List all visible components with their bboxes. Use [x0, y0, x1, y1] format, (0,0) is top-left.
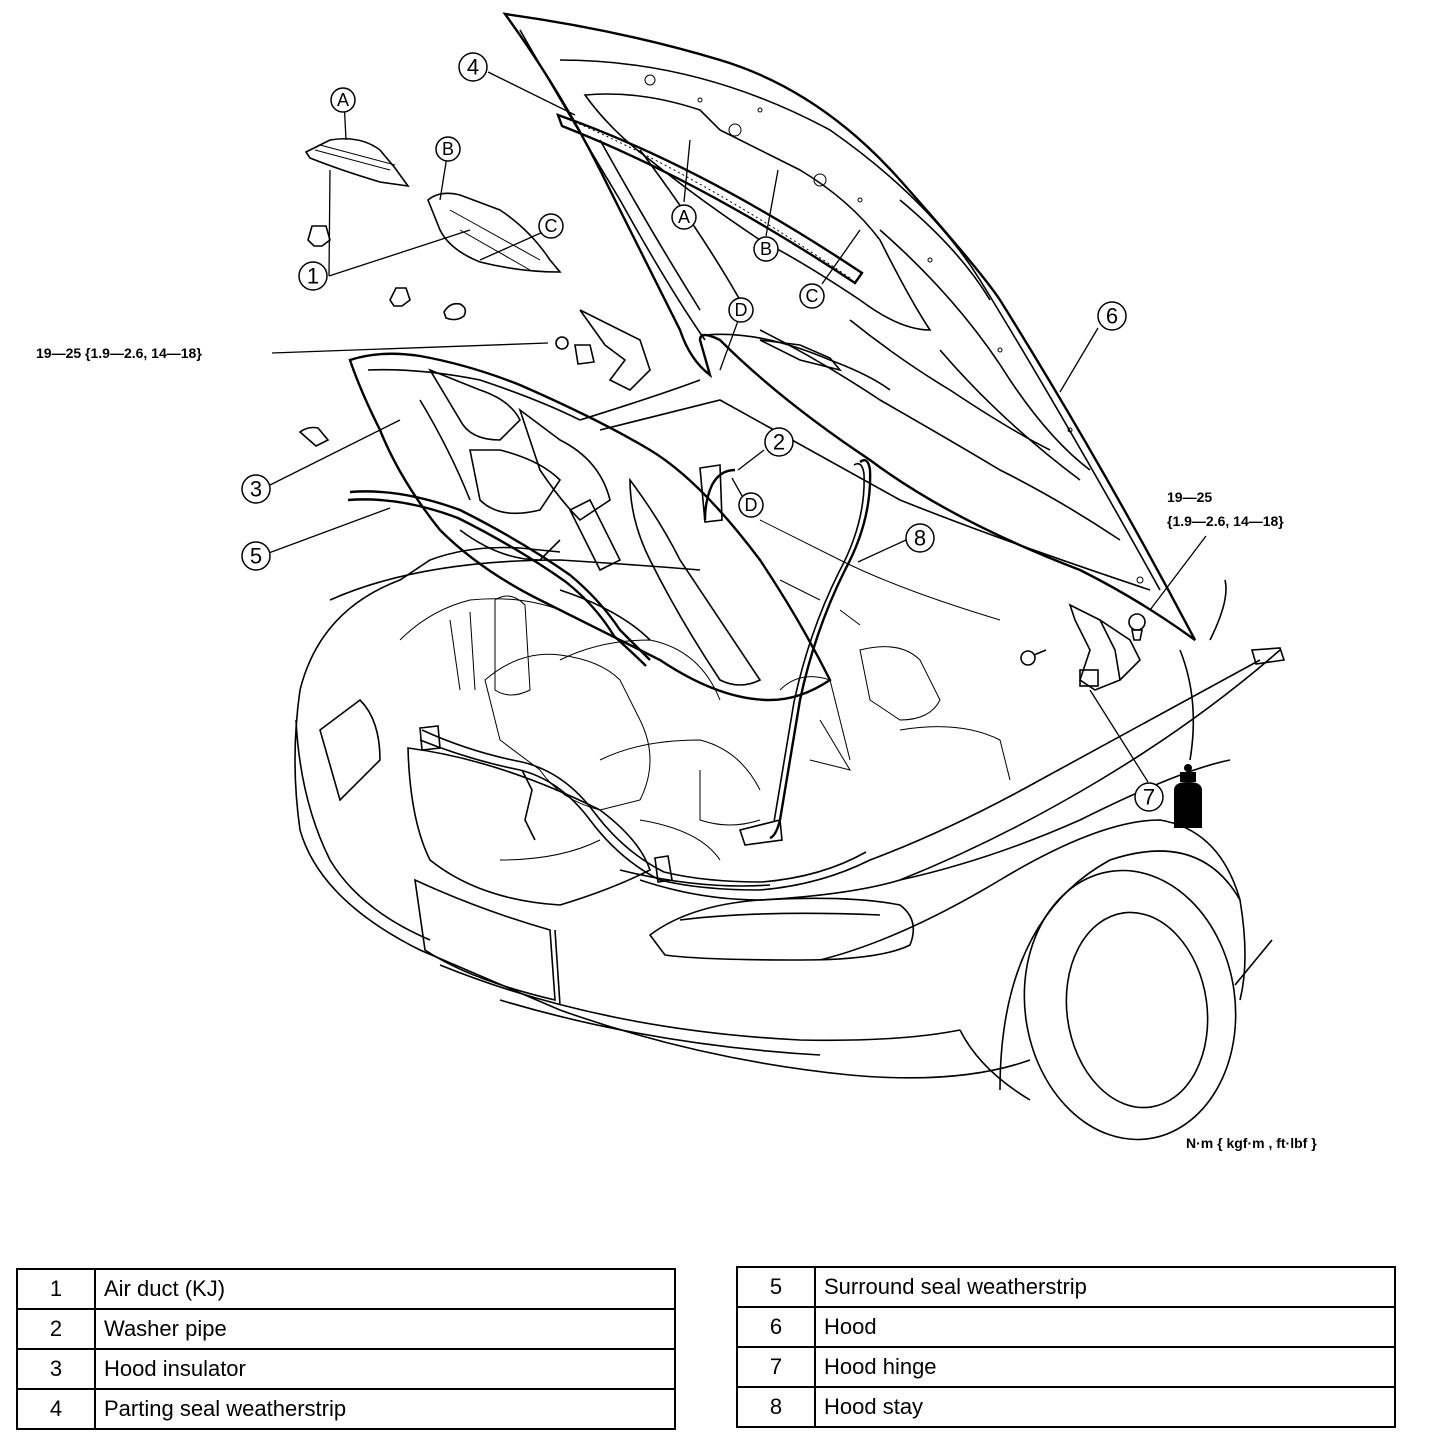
legend-label: Air duct (KJ) — [94, 1268, 676, 1310]
hood-stay — [738, 459, 872, 846]
svg-text:C: C — [545, 216, 558, 236]
callout-b-hood: B — [753, 236, 779, 262]
callout-7: 7 — [1134, 782, 1164, 812]
svg-text:A: A — [678, 207, 690, 227]
parting-seal-weatherstrip — [556, 113, 864, 285]
legend-num: 1 — [16, 1268, 96, 1310]
washer-pipe — [699, 464, 736, 523]
svg-text:D: D — [735, 300, 748, 320]
svg-text:1: 1 — [307, 264, 319, 289]
svg-text:A: A — [337, 90, 349, 110]
callout-8: 8 — [905, 523, 935, 553]
callout-c-top: C — [538, 213, 564, 239]
legend-num: 8 — [736, 1386, 816, 1428]
legend-num: 7 — [736, 1346, 816, 1388]
legend-num: 6 — [736, 1306, 816, 1348]
torque-spec-right-line1: 19—25 — [1167, 489, 1212, 505]
svg-text:B: B — [760, 239, 772, 259]
callout-3: 3 — [241, 474, 271, 504]
legend-row: 6 Hood — [736, 1306, 1396, 1348]
callout-1: 1 — [298, 261, 328, 291]
svg-text:5: 5 — [250, 544, 262, 569]
legend-table-right: 5 Surround seal weatherstrip 6 Hood 7 Ho… — [736, 1266, 1396, 1428]
legend-table-left: 1 Air duct (KJ) 2 Washer pipe 3 Hood ins… — [16, 1268, 676, 1430]
torque-units-note: N·m { kgf·m , ft·lbf } — [1186, 1135, 1317, 1151]
svg-text:3: 3 — [250, 477, 262, 502]
hood-hinge — [1020, 603, 1146, 691]
legend-row: 1 Air duct (KJ) — [16, 1268, 676, 1310]
legend-label: Surround seal weatherstrip — [814, 1266, 1396, 1308]
callout-a-top: A — [330, 87, 356, 113]
leader-lines — [263, 71, 1207, 783]
legend-row: 3 Hood insulator — [16, 1348, 676, 1390]
callout-4: 4 — [458, 52, 488, 82]
svg-text:8: 8 — [914, 526, 926, 551]
front-washer-hose — [419, 647, 1286, 891]
engine-bay — [399, 519, 1011, 861]
car-body — [294, 379, 1281, 1141]
hood — [502, 12, 1197, 641]
torque-spec-right-line2: {1.9—2.6, 14—18} — [1167, 513, 1284, 529]
legend-row: 8 Hood stay — [736, 1386, 1396, 1428]
svg-text:4: 4 — [467, 55, 479, 80]
hood-insulator — [348, 352, 832, 702]
svg-text:C: C — [806, 286, 819, 306]
grease-bottle — [1174, 764, 1202, 828]
legend-row: 4 Parting seal weatherstrip — [16, 1388, 676, 1430]
legend-row: 5 Surround seal weatherstrip — [736, 1266, 1396, 1308]
legend-row: 7 Hood hinge — [736, 1346, 1396, 1388]
legend-label: Hood stay — [814, 1386, 1396, 1428]
svg-text:B: B — [442, 139, 454, 159]
svg-text:D: D — [745, 495, 758, 515]
svg-text:2: 2 — [773, 430, 785, 455]
svg-text:7: 7 — [1143, 785, 1155, 810]
callout-a-hood: A — [671, 204, 697, 230]
legend-num: 3 — [16, 1348, 96, 1390]
callout-2: 2 — [764, 427, 794, 457]
callout-d-pipe: D — [738, 492, 764, 518]
legend-row: 2 Washer pipe — [16, 1308, 676, 1350]
legend-num: 5 — [736, 1266, 816, 1308]
callout-d-hood: D — [728, 297, 754, 323]
legend-label: Hood insulator — [94, 1348, 676, 1390]
surround-seal-weatherstrip — [347, 490, 651, 667]
callout-6: 6 — [1097, 301, 1127, 331]
callout-5: 5 — [241, 541, 271, 571]
legend-num: 4 — [16, 1388, 96, 1430]
legend-label: Parting seal weatherstrip — [94, 1388, 676, 1430]
callout-b-top: B — [435, 136, 461, 162]
hood-exploded-diagram: 1 2 3 4 5 6 7 8 A B C A — [36, 12, 1317, 1151]
svg-text:6: 6 — [1106, 304, 1118, 329]
callout-c-hood: C — [799, 283, 825, 309]
legend-label: Hood — [814, 1306, 1396, 1348]
torque-spec-left: 19—25 {1.9—2.6, 14—18} — [36, 345, 202, 361]
air-duct-parts — [298, 137, 651, 447]
legend-label: Washer pipe — [94, 1308, 676, 1350]
legend-label: Hood hinge — [814, 1346, 1396, 1388]
legend-num: 2 — [16, 1308, 96, 1350]
